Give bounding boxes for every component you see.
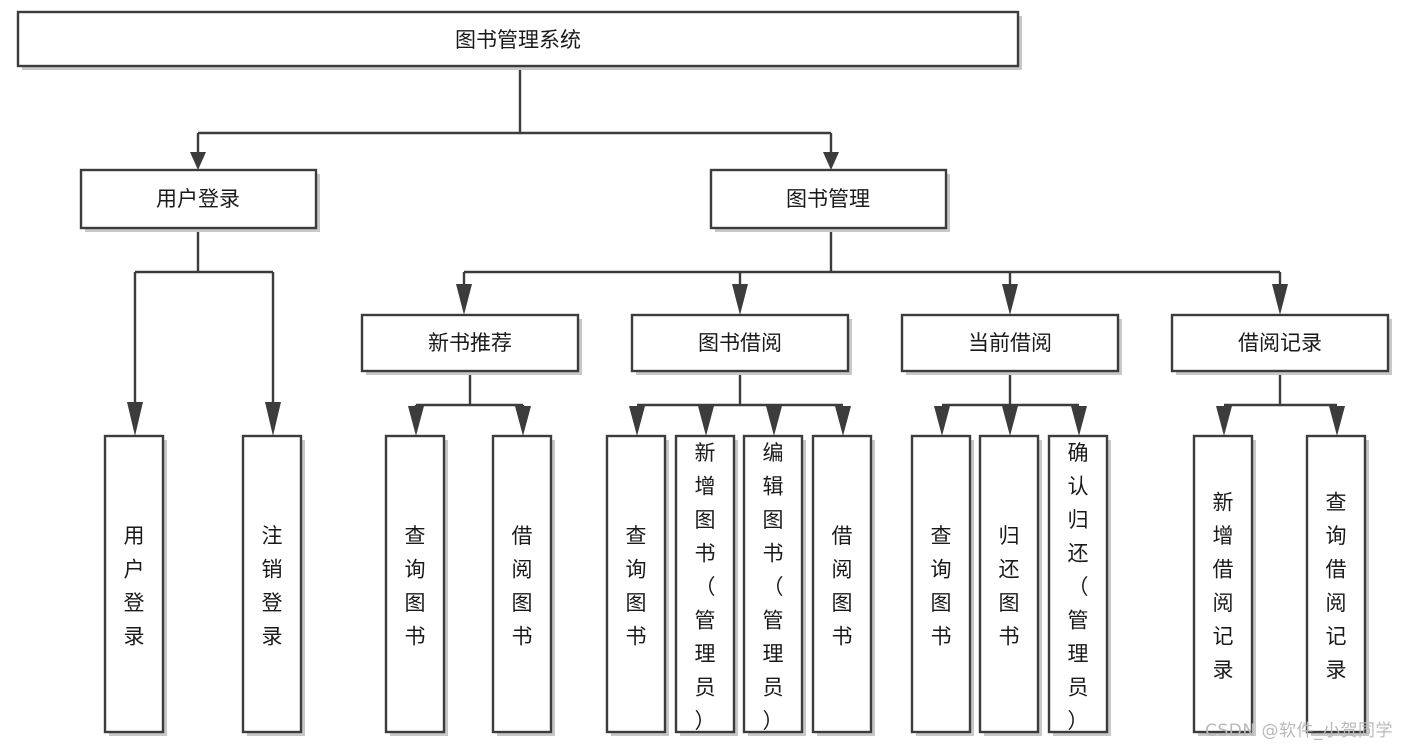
node-book-borrow-label: 图书借阅 xyxy=(698,331,782,355)
node-leaf-return-book[interactable]: 归还图书 xyxy=(978,434,1042,736)
edge-group xyxy=(127,70,1345,436)
arrowhead-leaf-borrow-book-rec xyxy=(515,406,531,436)
node-leaf-confirm-return-admin-label: 确认归还（管理员） xyxy=(1068,441,1089,733)
node-leaf-query-book-borrow[interactable]: 查询图书 xyxy=(605,434,669,736)
arrowhead-leaf-query-book-rec xyxy=(408,406,424,436)
arrowhead-leaf-query-book-borrow xyxy=(629,406,645,436)
node-leaf-query-book-rec-label: 查询图书 xyxy=(405,524,426,649)
node-leaf-logout-login[interactable]: 注销登录 xyxy=(241,434,305,736)
arrowhead-leaf-edit-book-admin xyxy=(766,406,782,436)
node-leaf-add-book-admin[interactable]: 新增图书（管理员） xyxy=(674,434,738,736)
node-leaf-borrow-book-rec-label: 借阅图书 xyxy=(512,524,533,649)
node-new-book-recommend[interactable]: 新书推荐 xyxy=(360,313,582,375)
node-leaf-edit-book-admin-box[interactable] xyxy=(742,434,804,734)
node-leaf-borrow-book-box[interactable] xyxy=(811,434,873,734)
arrowhead-borrow-record xyxy=(1272,284,1288,315)
arrowhead-leaf-return-book xyxy=(1002,406,1018,436)
node-leaf-query-book-current[interactable]: 查询图书 xyxy=(910,434,974,736)
node-book-borrow[interactable]: 图书借阅 xyxy=(630,313,852,375)
node-leaf-query-book-borrow-label: 查询图书 xyxy=(626,524,647,649)
node-leaf-add-borrow-record-box[interactable] xyxy=(1192,434,1254,734)
node-leaf-query-book-rec[interactable]: 查询图书 xyxy=(384,434,448,736)
node-leaf-user-login[interactable]: 用户登录 xyxy=(103,434,167,736)
node-borrow-record-label: 借阅记录 xyxy=(1238,331,1322,355)
node-leaf-add-borrow-record-label: 新增借阅记录 xyxy=(1213,491,1234,682)
node-leaf-add-book-admin-label: 新增图书（管理员） xyxy=(695,441,716,733)
node-new-book-recommend-box[interactable] xyxy=(360,313,580,373)
node-leaf-query-borrow-record[interactable]: 查询借阅记录 xyxy=(1305,434,1369,736)
node-user-login[interactable]: 用户登录 xyxy=(79,168,320,232)
node-root-box[interactable] xyxy=(16,10,1020,68)
node-current-borrow-box[interactable] xyxy=(900,313,1120,373)
node-leaf-borrow-book[interactable]: 借阅图书 xyxy=(811,434,875,736)
node-root[interactable]: 图书管理系统 xyxy=(16,10,1022,70)
node-leaf-return-book-label: 归还图书 xyxy=(999,524,1020,649)
node-leaf-query-book-current-box[interactable] xyxy=(910,434,972,734)
arrowhead-book-borrow xyxy=(732,284,748,315)
node-leaf-logout-login-label: 注销登录 xyxy=(262,524,283,649)
node-book-manage-box[interactable] xyxy=(709,168,948,230)
node-root-label: 图书管理系统 xyxy=(455,28,581,52)
node-book-manage[interactable]: 图书管理 xyxy=(709,168,950,232)
node-leaf-add-borrow-record[interactable]: 新增借阅记录 xyxy=(1192,434,1256,736)
arrowhead-book-manage xyxy=(823,152,839,170)
arrowhead-leaf-user-login xyxy=(127,402,143,436)
arrowhead-leaf-borrow-book xyxy=(835,406,851,436)
node-borrow-record[interactable]: 借阅记录 xyxy=(1170,313,1392,375)
node-leaf-return-book-box[interactable] xyxy=(978,434,1040,734)
arrowhead-current-borrow xyxy=(1002,284,1018,315)
node-leaf-logout-login-box[interactable] xyxy=(241,434,303,734)
node-leaf-query-book-borrow-box[interactable] xyxy=(605,434,667,734)
leaf-node-group: 用户登录 注销登录 查询图书 借阅图书 查询图书 xyxy=(103,434,1369,736)
node-book-manage-label: 图书管理 xyxy=(786,187,870,211)
arrowhead-leaf-query-book-current xyxy=(934,406,950,436)
arrowhead-new-book-recommend xyxy=(456,284,472,315)
node-user-login-label: 用户登录 xyxy=(156,187,240,211)
node-current-borrow-label: 当前借阅 xyxy=(968,331,1052,355)
arrowhead-leaf-add-borrow-record xyxy=(1216,406,1232,436)
node-leaf-borrow-book-rec[interactable]: 借阅图书 xyxy=(491,434,555,736)
node-current-borrow[interactable]: 当前借阅 xyxy=(900,313,1122,375)
node-leaf-borrow-book-rec-box[interactable] xyxy=(491,434,553,734)
node-book-borrow-box[interactable] xyxy=(630,313,850,373)
node-leaf-edit-book-admin[interactable]: 编辑图书（管理员） xyxy=(742,434,806,736)
node-leaf-borrow-book-label: 借阅图书 xyxy=(832,524,853,649)
node-user-login-box[interactable] xyxy=(79,168,318,230)
node-new-book-recommend-label: 新书推荐 xyxy=(428,331,512,355)
node-leaf-confirm-return-admin-box[interactable] xyxy=(1047,434,1109,734)
node-leaf-query-book-current-label: 查询图书 xyxy=(931,524,952,649)
node-leaf-confirm-return-admin[interactable]: 确认归还（管理员） xyxy=(1047,434,1111,736)
node-leaf-edit-book-admin-label: 编辑图书（管理员） xyxy=(763,441,784,733)
arrowhead-user-login xyxy=(190,152,206,170)
node-leaf-query-borrow-record-label: 查询借阅记录 xyxy=(1326,491,1347,682)
node-leaf-user-login-label: 用户登录 xyxy=(124,524,145,649)
node-leaf-query-borrow-record-box[interactable] xyxy=(1305,434,1367,734)
arrowhead-leaf-logout-login xyxy=(265,402,281,436)
node-leaf-user-login-box[interactable] xyxy=(103,434,165,734)
node-leaf-query-book-rec-box[interactable] xyxy=(384,434,446,734)
node-leaf-add-book-admin-box[interactable] xyxy=(674,434,736,734)
arrowhead-leaf-query-borrow-record xyxy=(1329,406,1345,436)
arrowhead-leaf-add-book-admin xyxy=(698,406,714,436)
arrowhead-leaf-confirm-return-admin xyxy=(1071,406,1087,436)
node-borrow-record-box[interactable] xyxy=(1170,313,1390,373)
